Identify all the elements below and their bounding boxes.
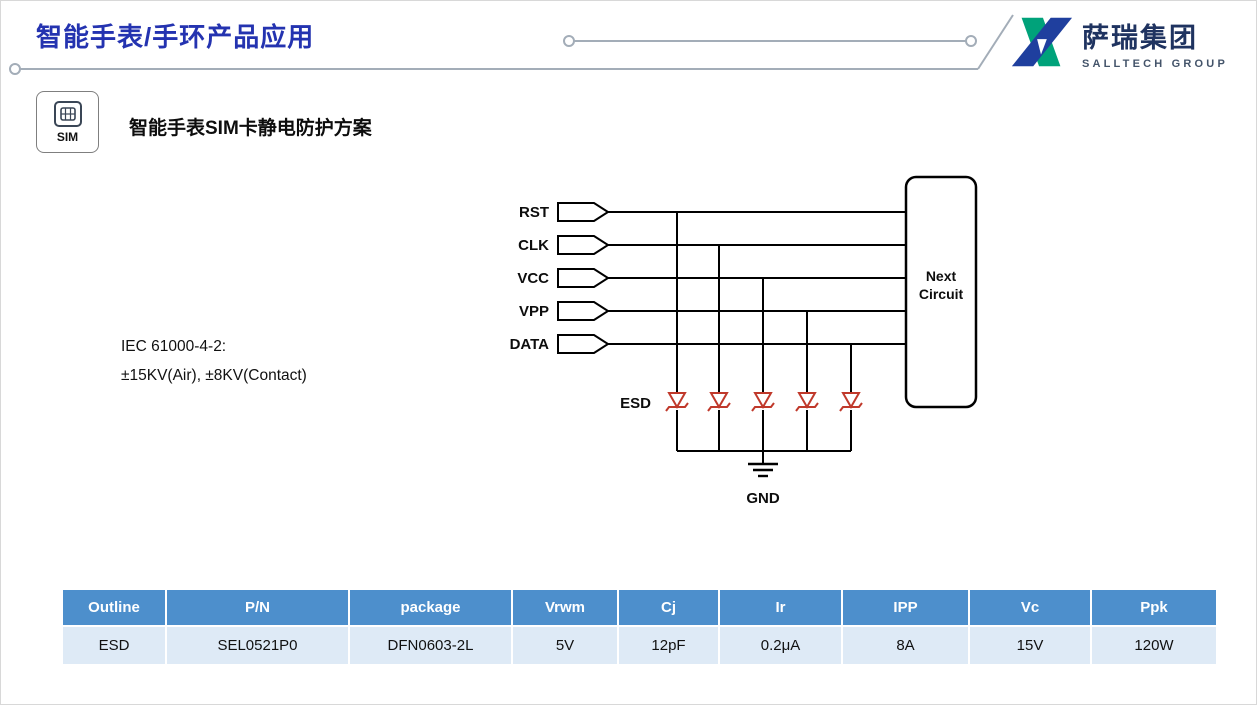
signal-label-vcc: VCC: [517, 270, 549, 287]
signal-label-data: DATA: [510, 336, 550, 353]
signal-label-clk: CLK: [518, 237, 549, 254]
table-cell-cj: 12pF: [619, 627, 718, 664]
next-circuit-label-line2: Circuit: [919, 286, 964, 302]
esd-diode: [795, 392, 819, 412]
esd-diode: [751, 392, 775, 412]
page-title: 智能手表/手环产品应用: [36, 22, 315, 52]
esd-diode: [839, 392, 863, 412]
table-header-vc: Vc: [970, 590, 1090, 625]
table-cell-vrwm: 5V: [513, 627, 617, 664]
signal-label-vpp: VPP: [519, 303, 549, 320]
spec-table-data-row: ESD SEL0521P0 DFN0603-2L 5V 12pF 0.2μA 8…: [63, 627, 1216, 664]
sim-card-icon-box: SIM: [36, 91, 99, 153]
iec-spec-note: IEC 61000-4-2: ±15KV(Air), ±8KV(Contact): [121, 332, 307, 390]
table-cell-vc: 15V: [970, 627, 1090, 664]
esd-diode: [665, 392, 689, 412]
table-header-ppk: Ppk: [1092, 590, 1216, 625]
signal-wires: [608, 211, 906, 464]
table-header-ir: Ir: [720, 590, 841, 625]
signal-label-rst: RST: [519, 204, 549, 221]
next-circuit-label-line1: Next: [926, 268, 957, 284]
sim-icon-label: SIM: [56, 130, 79, 144]
esd-diode: [707, 392, 731, 412]
company-name-en: SALLTECH GROUP: [1081, 58, 1228, 70]
table-header-ipp: IPP: [843, 590, 968, 625]
esd-protection-schematic: RST CLK VCC VPP DATA: [510, 175, 978, 507]
company-name: 萨瑞集团: [1081, 23, 1198, 53]
table-cell-ipp: 8A: [843, 627, 968, 664]
ground-symbol-icon: [748, 462, 778, 478]
sim-chip-icon: [53, 101, 82, 127]
table-cell-package: DFN0603-2L: [350, 627, 511, 664]
spec-table-header-row: Outline P/N package Vrwm Cj Ir IPP Vc Pp…: [63, 590, 1216, 625]
esd-label: ESD: [620, 395, 651, 412]
table-header-package: package: [350, 590, 511, 625]
table-cell-pn: SEL0521P0: [167, 627, 348, 664]
spec-table: Outline P/N package Vrwm Cj Ir IPP Vc Pp…: [61, 588, 1218, 666]
next-circuit-box: [904, 175, 978, 409]
table-header-cj: Cj: [619, 590, 718, 625]
table-header-outline: Outline: [63, 590, 165, 625]
iec-spec-line1: IEC 61000-4-2:: [121, 338, 227, 355]
esd-diodes: [665, 392, 863, 412]
section-title: 智能手表SIM卡静电防护方案: [129, 118, 372, 139]
table-cell-ppk: 120W: [1092, 627, 1216, 664]
signal-connectors: [557, 202, 610, 354]
company-logo-text: 萨瑞集团 SALLTECH GROUP: [1082, 16, 1228, 70]
company-logo: 萨瑞集团 SALLTECH GROUP: [1008, 15, 1228, 71]
table-header-pn: P/N: [167, 590, 348, 625]
table-cell-ir: 0.2μA: [720, 627, 841, 664]
company-logo-icon: [1011, 17, 1073, 67]
iec-spec-line2: ±15KV(Air), ±8KV(Contact): [121, 367, 307, 384]
table-header-vrwm: Vrwm: [513, 590, 617, 625]
gnd-label: GND: [746, 490, 780, 507]
table-cell-outline: ESD: [63, 627, 165, 664]
signal-labels: RST CLK VCC VPP DATA: [510, 204, 550, 353]
